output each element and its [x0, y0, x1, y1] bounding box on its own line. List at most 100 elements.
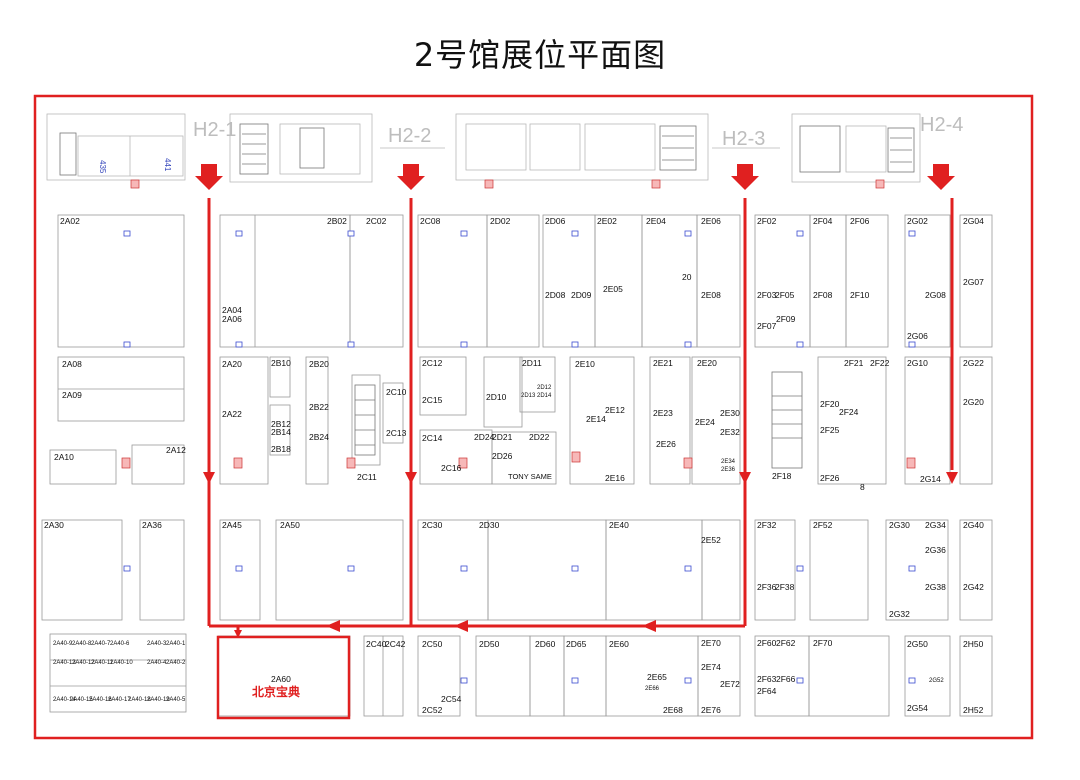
booth-label-2a08: 2A08 [62, 359, 82, 369]
booth-label-2d09: 2D09 [571, 290, 592, 300]
booth-label-2a04: 2A04 [222, 305, 242, 315]
booth-label-2g38: 2G38 [925, 582, 946, 592]
booth-label-2f04: 2F04 [813, 216, 833, 226]
booth-label-2e72: 2E72 [720, 679, 740, 689]
booth-label-2e32: 2E32 [720, 427, 740, 437]
booth-label-2f03: 2F03 [757, 290, 777, 300]
booth-label-2g06: 2G06 [907, 331, 928, 341]
booth-label-2a06: 2A06 [222, 314, 242, 324]
booth-label-2a20: 2A20 [222, 359, 242, 369]
booth-label-2g42: 2G42 [963, 582, 984, 592]
booth-label-2a40-13: 2A40-13 [53, 660, 76, 666]
booth-label-2e06: 2E06 [701, 216, 721, 226]
booth-label-2f70: 2F70 [813, 638, 833, 648]
booth-label-2g08: 2G08 [925, 290, 946, 300]
booth-label-2e52: 2E52 [701, 535, 721, 545]
booth-label-2e76: 2E76 [701, 705, 721, 715]
booth-label-2b10: 2B10 [271, 358, 291, 368]
booth-label-2e36: 2E36 [721, 467, 736, 473]
booth-label-2g22: 2G22 [963, 358, 984, 368]
booth-label-2g52: 2G52 [929, 678, 944, 684]
booth-label-2c11: 2C11 [357, 472, 377, 482]
booth-label-2a40-8: 2A40-8 [72, 641, 92, 647]
booth-label-2a09: 2A09 [62, 390, 82, 400]
booth-label-2d50: 2D50 [479, 639, 500, 649]
booth-label-2e05: 2E05 [603, 284, 623, 294]
booth-label-2g36: 2G36 [925, 545, 946, 555]
booth-label-2d24: 2D24 [474, 432, 495, 442]
booth-label-2g14: 2G14 [920, 474, 941, 484]
booth-label-2d11: 2D11 [522, 358, 542, 368]
booth-label-2e26: 2E26 [656, 439, 676, 449]
page-title: 2号馆展位平面图 [413, 36, 667, 74]
booth-label-2f08: 2F08 [813, 290, 833, 300]
booth-label-2b02: 2B02 [327, 216, 347, 226]
booth-label-2a40-15: 2A40-15 [70, 697, 93, 703]
booth-number-label: 20 [682, 272, 692, 282]
booth-label-2a40-10: 2A40-10 [110, 660, 133, 666]
booth-label-2e08: 2E08 [701, 290, 721, 300]
booth-label-2a40-3: 2A40-3 [147, 641, 167, 647]
booth-label-2e60: 2E60 [609, 639, 629, 649]
building-structure: 435 441 [46, 113, 921, 189]
booth-label-2f66: 2F66 [776, 674, 796, 684]
booth-label-2f05: 2F05 [775, 290, 795, 300]
booth-label-2b18: 2B18 [271, 444, 291, 454]
booth-label-2a50: 2A50 [280, 520, 300, 530]
booth-label-2f32: 2F32 [757, 520, 777, 530]
booth-label-2f07: 2F07 [757, 321, 777, 331]
booth-label-2h52: 2H52 [963, 705, 984, 715]
booth-label-2e23: 2E23 [653, 408, 673, 418]
booth-label-2d30: 2D30 [479, 520, 500, 530]
booth-label-2a40-19: 2A40-19 [147, 697, 170, 703]
booth-label-2f06: 2F06 [850, 216, 870, 226]
booth-label-2a12: 2A12 [166, 445, 186, 455]
booth-label-2f64: 2F64 [757, 686, 777, 696]
booth-label-2g32: 2G32 [889, 609, 910, 619]
visitor-route [195, 164, 958, 638]
booth-label-2e65: 2E65 [647, 672, 667, 682]
booth-label-2g04: 2G04 [963, 216, 984, 226]
highlight-booth-box [216, 635, 351, 720]
booth-label-2e04: 2E04 [646, 216, 666, 226]
booth-label-2c10: 2C10 [386, 387, 407, 397]
booth-label-2c50: 2C50 [422, 639, 443, 649]
entrance-label-h2-1: H2-1 [193, 119, 236, 141]
booth-label-2a40-9: 2A40-9 [53, 641, 73, 647]
booth-label-2f24: 2F24 [839, 407, 859, 417]
hall-boundary [33, 94, 1034, 740]
booth-label-2c52: 2C52 [422, 705, 443, 715]
booth-label-2b14: 2B14 [271, 427, 291, 437]
booth-label-2c12: 2C12 [422, 358, 443, 368]
booth-label-2f20: 2F20 [820, 399, 840, 409]
booth-label-2f52: 2F52 [813, 520, 833, 530]
booth-label-2c14: 2C14 [422, 433, 443, 443]
booth-label-2f38: 2F38 [775, 582, 795, 592]
booth-label-2g54: 2G54 [907, 703, 928, 713]
booth-label-2b24: 2B24 [309, 432, 329, 442]
booth-label-2f21: 2F21 [844, 358, 864, 368]
booth-label-2e74: 2E74 [701, 662, 721, 672]
highlight-exhibitor-name: 北京宝典 [252, 684, 300, 699]
booth-label-2c08: 2C08 [420, 216, 441, 226]
booth-label-2a40-12: 2A40-12 [72, 660, 95, 666]
booth-label-2e21: 2E21 [653, 358, 673, 368]
entrance-label-h2-2: H2-2 [388, 125, 431, 147]
booth-label-2g10: 2G10 [907, 358, 928, 368]
booth-label-2a45: 2A45 [222, 520, 242, 530]
booth-label-2f62: 2F62 [776, 638, 796, 648]
booth-label-2g07: 2G07 [963, 277, 984, 287]
booth-label-2c13: 2C13 [386, 428, 407, 438]
booth-label-2e70: 2E70 [701, 638, 721, 648]
booth-label-2e34: 2E34 [721, 459, 736, 465]
booth-label-2f09: 2F09 [776, 314, 796, 324]
booth-label-2a40-18: 2A40-18 [128, 697, 151, 703]
booth-label-2a10: 2A10 [54, 452, 74, 462]
booth-label-2a22: 2A22 [222, 409, 242, 419]
booth-label-2a40-5: 2A40-5 [166, 697, 186, 703]
booth-label-2c02: 2C02 [366, 216, 387, 226]
booth-label-2f10: 2F10 [850, 290, 870, 300]
booth-label-2d22: 2D22 [529, 432, 550, 442]
booth-label-2g50: 2G50 [907, 639, 928, 649]
